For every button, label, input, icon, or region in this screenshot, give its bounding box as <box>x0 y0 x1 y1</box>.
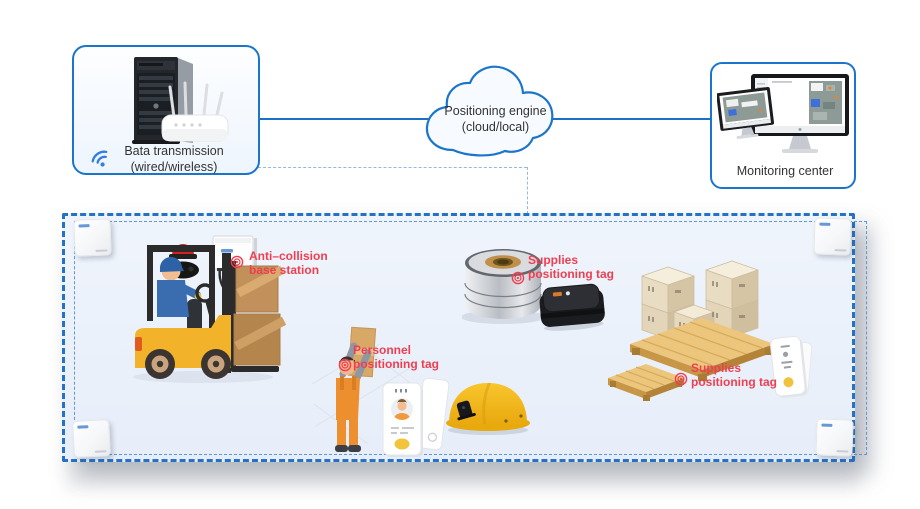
worker-illustration <box>311 326 415 452</box>
forklift-illustration <box>133 245 287 383</box>
dashed-connector-horizontal <box>258 167 527 168</box>
anti-collision-label: Anti–collision base station <box>249 249 328 277</box>
monitoring-title: Monitoring center <box>736 164 834 178</box>
data-transmission-box: Bata transmission (wired/wireless) <box>72 45 260 175</box>
target-icon <box>511 271 525 285</box>
pallet-boxes-illustration <box>608 260 774 401</box>
steel-coil-illustration <box>462 249 545 324</box>
personnel-label: Personnel positioning tag <box>353 343 439 371</box>
target-icon <box>338 358 352 372</box>
supplies-tag-device-illustration <box>539 283 605 331</box>
positioning-area-border <box>62 213 855 462</box>
anchor-device-bottom-left <box>72 419 111 458</box>
anchor-device-top-right <box>813 217 852 256</box>
anchor-device-bottom-right <box>815 418 854 457</box>
supplies-coil-label: Supplies positioning tag <box>528 253 614 281</box>
badge-cards-illustration <box>382 377 450 457</box>
anchor-device-top-left <box>73 218 112 257</box>
wifi-icon <box>91 150 108 167</box>
dashed-connector-vertical <box>527 167 528 214</box>
cloud-shape <box>425 65 554 157</box>
server-router-illustration <box>132 57 229 144</box>
transmission-subtitle: (wired/wireless) <box>130 160 218 174</box>
monitoring-caption: Monitoring center <box>715 163 855 179</box>
cloud-caption: Positioning engine (cloud/local) <box>428 103 563 135</box>
white-tag-cards-illustration <box>769 335 813 398</box>
cloud-title: Positioning engine <box>444 104 547 118</box>
cloud-subtitle: (cloud/local) <box>461 120 530 134</box>
positioning-area-back-edge <box>74 221 867 455</box>
monitors-illustration <box>717 74 849 153</box>
monitoring-center-box: Monitoring center <box>710 62 856 189</box>
target-icon <box>674 372 688 386</box>
hard-hat-illustration <box>446 383 530 435</box>
target-icon <box>230 255 244 269</box>
supplies-pallet-label: Supplies positioning tag <box>691 361 777 389</box>
transmission-caption: Bata transmission (wired/wireless) <box>94 143 254 175</box>
transmission-title: Bata transmission <box>124 144 224 158</box>
